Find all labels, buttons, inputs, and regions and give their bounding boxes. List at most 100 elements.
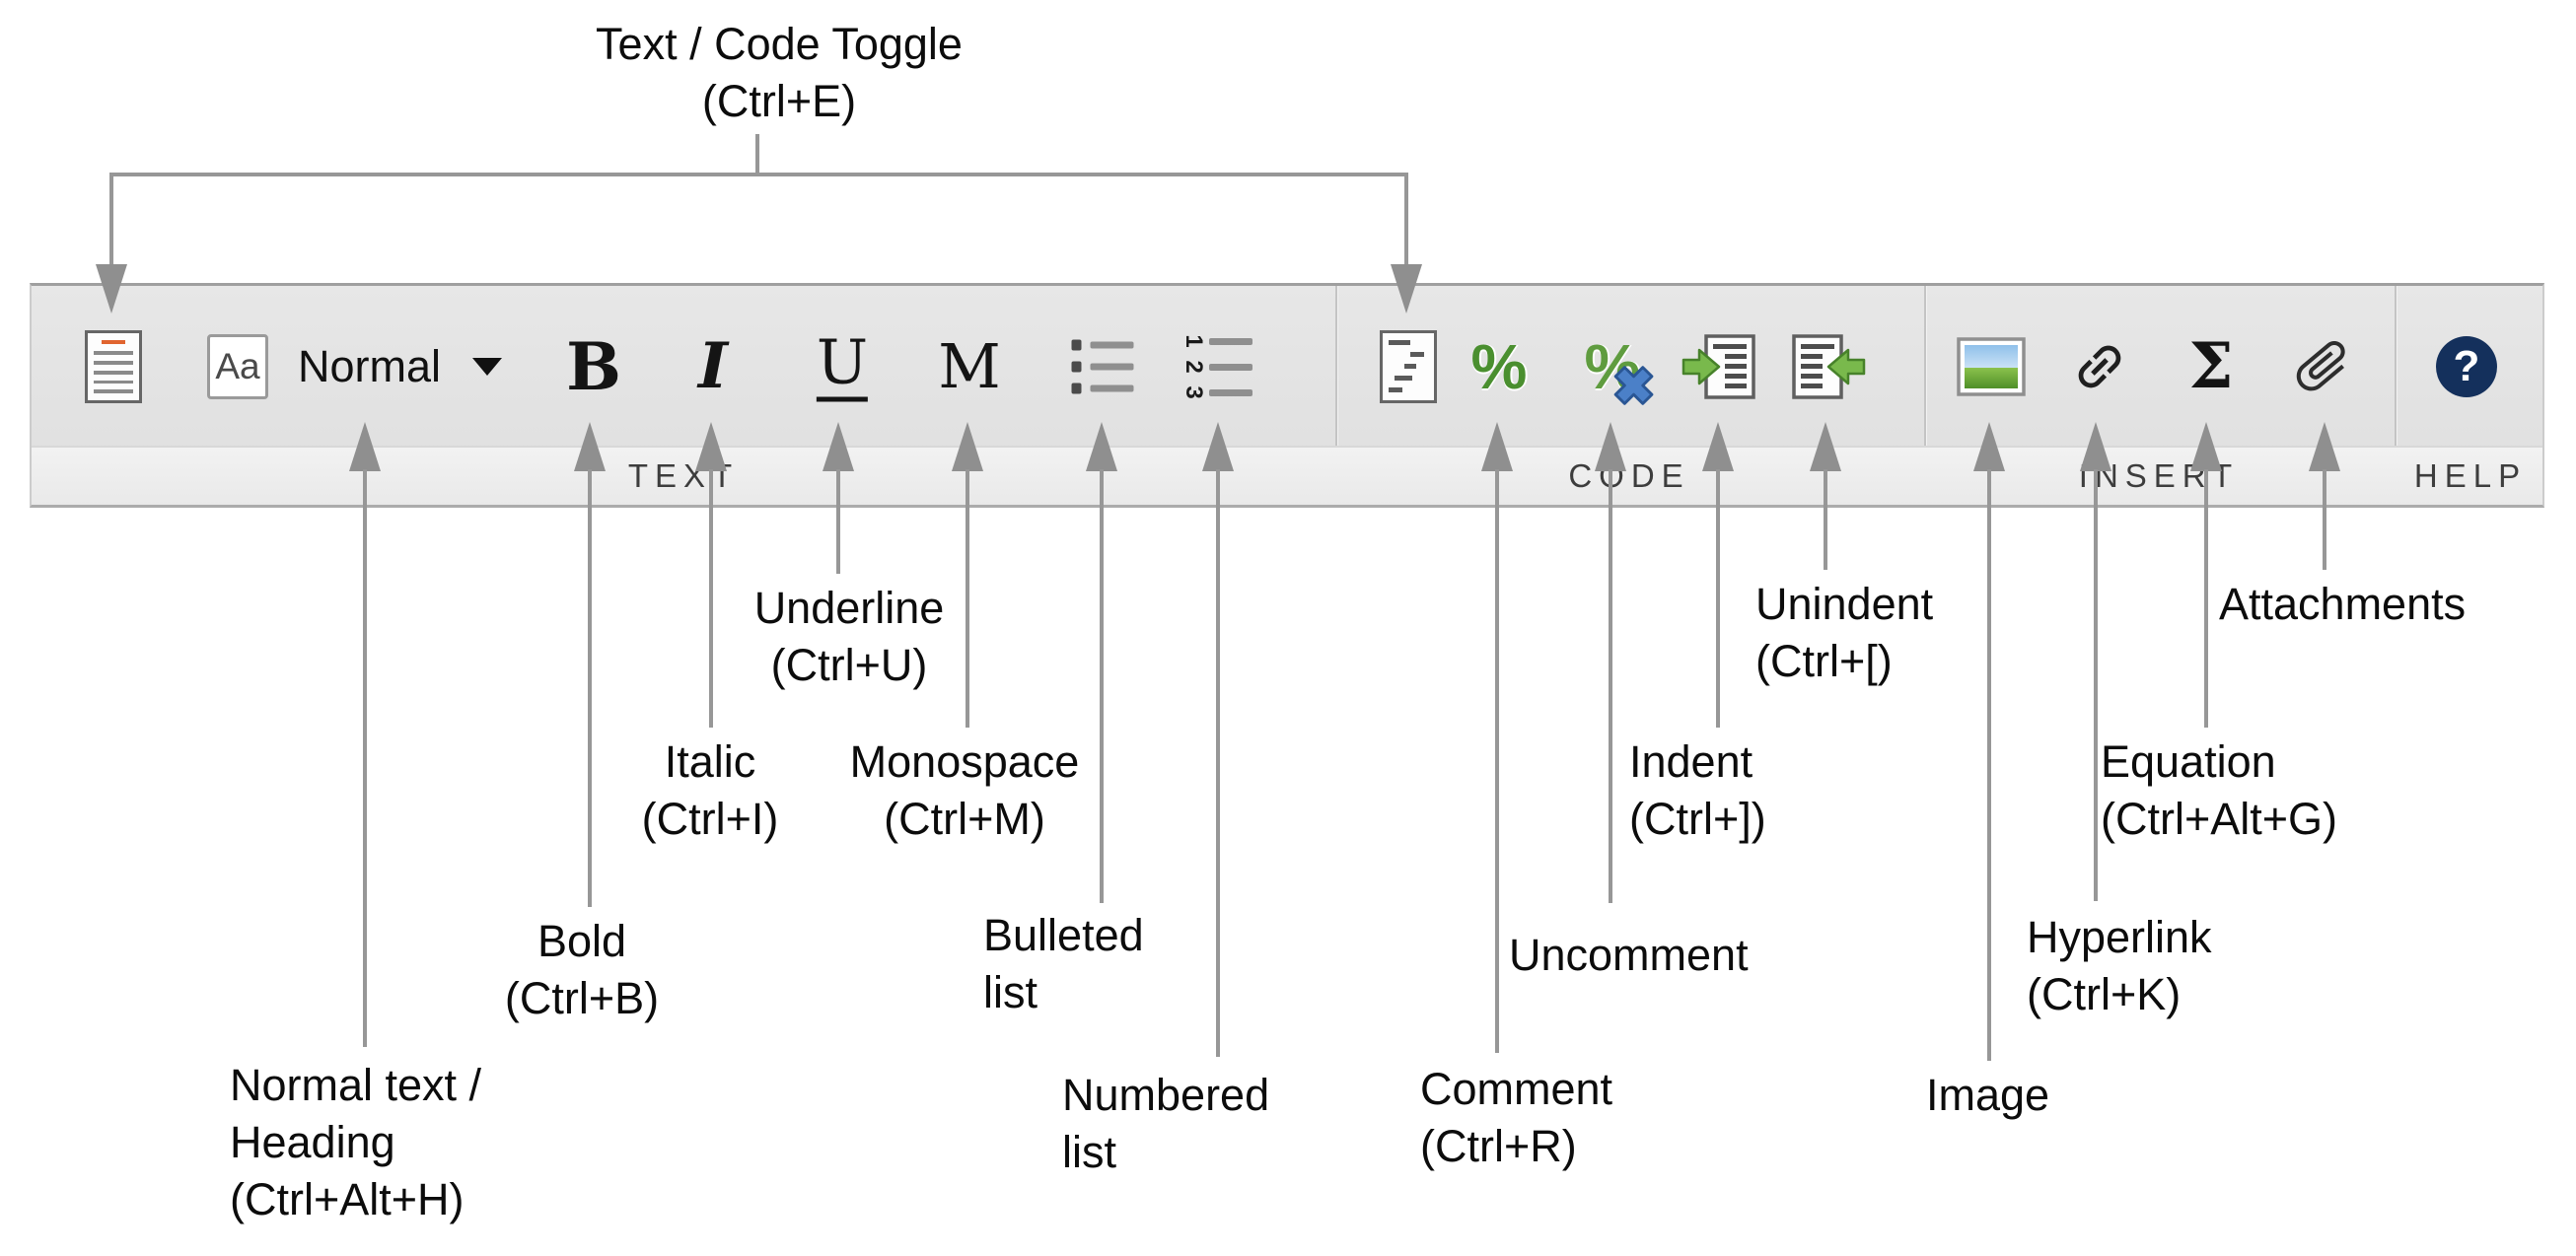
toggle-label-stub-line [755,134,759,176]
sigma-icon: Σ [2188,329,2234,403]
toggle-bracket-right-line [1404,173,1408,267]
paperclip-icon [2296,340,2345,391]
line-unindent [1824,469,1827,570]
annotation-attachments: Attachments [2219,579,2467,629]
line-equation [2204,469,2208,728]
annotation-italic: Italic (Ctrl+I) [641,736,779,844]
line-italic [709,469,713,728]
question-mark-icon: ? [2436,336,2497,397]
annotation-uncomment: Uncomment [1509,930,1749,980]
annotation-numbered: Numbered list [1062,1070,1270,1177]
font-style-icon: Aa [207,334,268,399]
code-toggle-button[interactable] [1380,330,1437,403]
arrow-up-numbered [1202,422,1234,471]
indent-button[interactable] [1681,332,1759,401]
line-uncomment [1609,469,1612,903]
arrow-up-uncomment [1595,422,1626,471]
arrow-up-underline [823,422,854,471]
line-indent [1716,469,1720,728]
section-divider-code-insert [1924,286,1926,505]
line-numbered [1216,469,1220,1057]
italic-button[interactable]: I [698,335,728,398]
annotation-indent: Indent (Ctrl+]) [1629,736,1766,844]
help-glyph: ? [2453,342,2480,390]
digit-3: 3 [1181,385,1207,399]
annotation-bulleted: Bulleted list [983,910,1144,1017]
arrow-up-image [1973,422,2005,471]
line-comment [1495,469,1499,1053]
arrow-up-indent [1702,422,1734,471]
arrow-up-bulleted [1086,422,1117,471]
attachments-button[interactable] [2288,332,2357,401]
unindent-button[interactable] [1788,332,1867,401]
digit-1: 1 [1181,334,1207,348]
indent-icon [1682,334,1755,399]
numbered-list-icon: 1 2 3 [1181,330,1252,403]
text-code-toggle-button[interactable] [85,330,142,403]
image-icon [1957,337,2026,396]
annotation-text-code-toggle: Text / Code Toggle (Ctrl+E) [596,19,963,126]
arrow-down-text-toggle [96,264,127,314]
section-divider-insert-help [2395,286,2397,505]
bold-button[interactable]: B [566,334,621,399]
arrow-up-italic [695,422,727,471]
bulleted-list-button[interactable] [1071,339,1134,394]
arrow-up-monospace [952,422,983,471]
comment-percent-icon: % [1470,331,1528,402]
line-attachments [2323,469,2326,570]
comment-button[interactable]: % [1471,335,1528,398]
arrow-up-hyperlink [2080,422,2111,471]
blue-x-icon [1613,366,1654,405]
line-monospace [966,469,969,728]
italic-icon: I [698,329,728,403]
section-divider-text-code [1335,286,1337,505]
arrow-up-normal [349,422,381,471]
line-bulleted [1100,469,1104,903]
line-normal [363,469,367,1047]
uncomment-button[interactable]: % [1585,335,1654,405]
annotation-monospace: Monospace (Ctrl+M) [849,736,1080,844]
annotation-equation: Equation (Ctrl+Alt+G) [2101,736,2338,844]
section-label-strip: TEXT CODE INSERT HELP [32,446,2542,505]
aa-label: Aa [215,346,260,386]
section-label-help: HELP [2413,457,2528,494]
line-image [1987,469,1991,1061]
insert-image-button[interactable] [1957,337,2026,396]
annotation-underline: Underline (Ctrl+U) [753,583,945,690]
arrow-up-unindent [1810,422,1841,471]
hyperlink-button[interactable] [2066,333,2133,400]
underline-button[interactable]: U [816,331,869,402]
arrow-up-attachments [2309,422,2340,471]
chain-link-icon [2078,345,2121,388]
editor-toolbar: TEXT CODE INSERT HELP Aa Normal B I U [30,283,2544,508]
annotation-comment: Comment (Ctrl+R) [1420,1064,1613,1171]
annotation-bold: Bold (Ctrl+B) [504,916,660,1023]
arrow-up-equation [2190,422,2222,471]
line-bold [588,469,592,907]
style-dropdown-value: Normal [298,341,442,391]
line-underline [836,469,840,574]
line-hyperlink [2094,469,2098,901]
annotation-hyperlink: Hyperlink (Ctrl+K) [2027,912,2212,1019]
bold-icon: B [566,328,621,405]
underline-icon: U [816,331,869,402]
bulleted-list-icon [1071,339,1134,394]
help-button[interactable]: ? [2436,336,2497,397]
annotation-image: Image [1926,1070,2050,1120]
monospace-icon: M [938,330,1001,402]
equation-button[interactable]: Σ [2188,335,2233,398]
text-document-icon [85,330,142,403]
arrow-up-bold [574,422,606,471]
code-document-icon [1380,330,1437,403]
annotation-normal-heading: Normal text / Heading (Ctrl+Alt+H) [230,1060,482,1224]
arrow-up-comment [1481,422,1513,471]
numbered-list-button[interactable]: 1 2 3 [1181,330,1252,403]
toggle-bracket-left-line [109,173,113,267]
monospace-button[interactable]: M [938,336,1000,397]
style-dropdown[interactable]: Aa Normal [207,334,503,399]
unindent-icon [1792,334,1866,399]
section-label-code: CODE [1568,457,1690,494]
digit-2: 2 [1181,360,1207,374]
uncomment-icon: % [1585,335,1654,405]
